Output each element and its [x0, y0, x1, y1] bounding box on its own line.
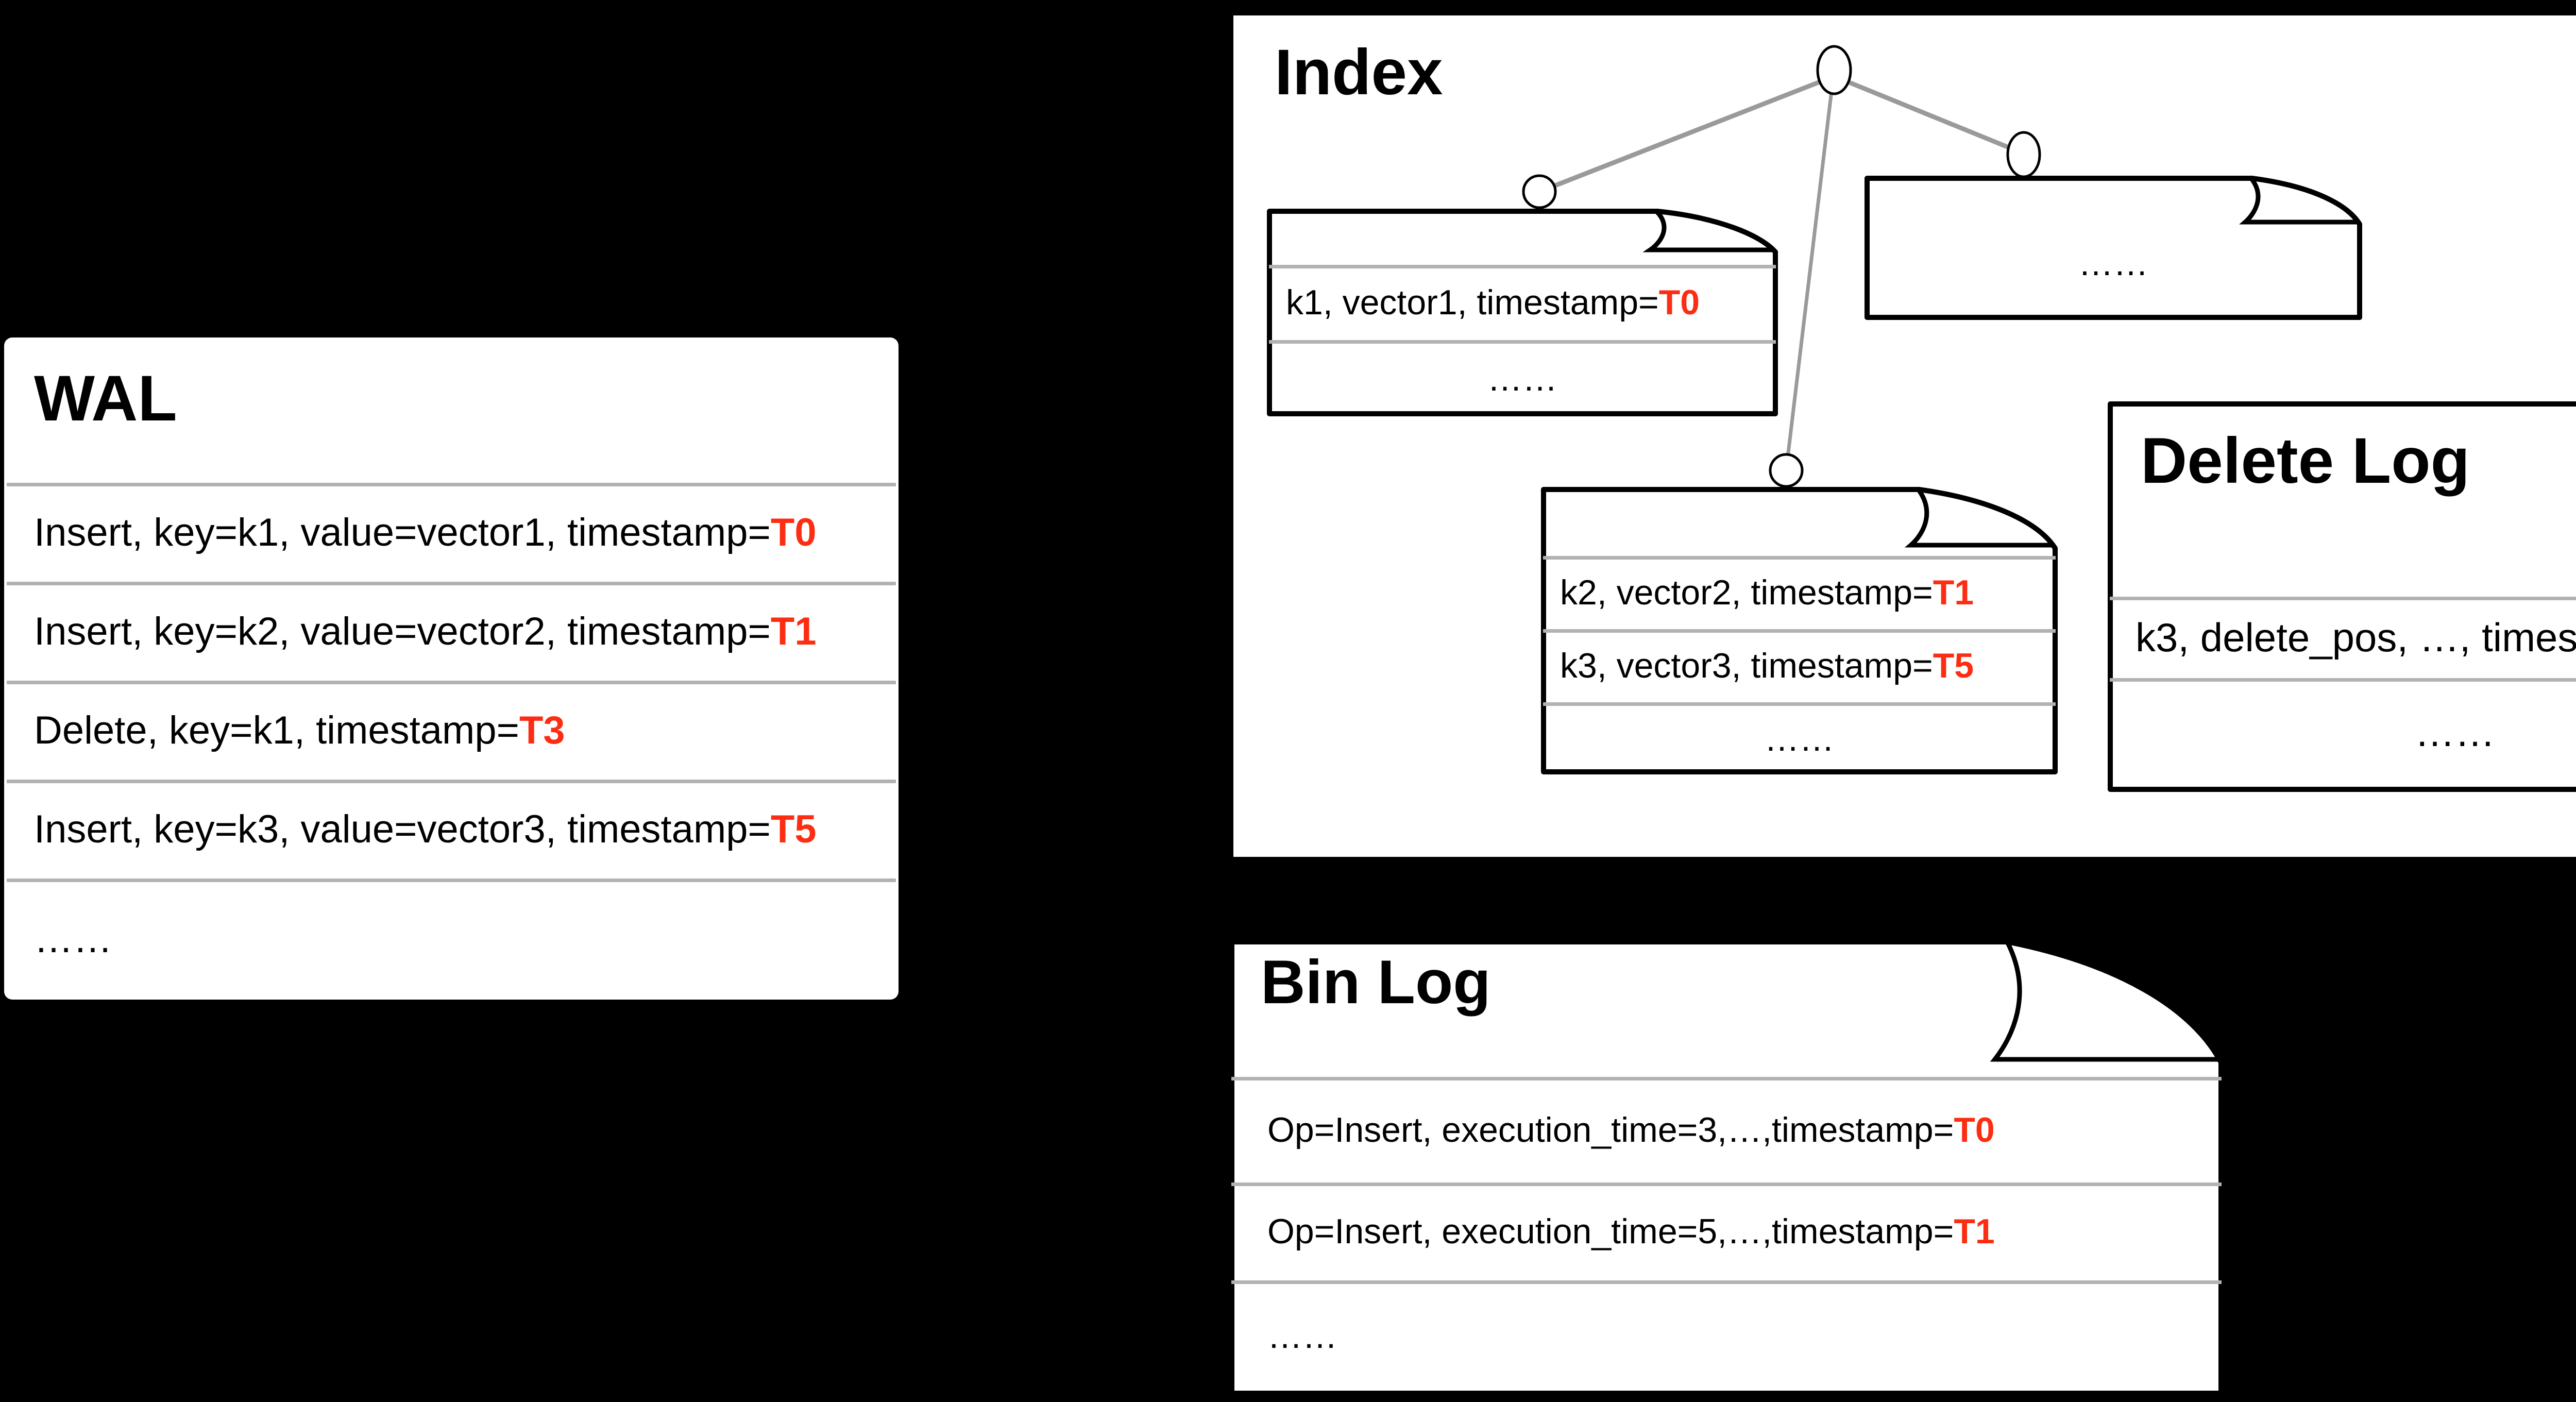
wal-row: Insert, key=k1, value=vector1, timestamp…	[4, 483, 899, 582]
wal-row-text: Insert, key=k2, value=vector2, timestamp…	[34, 609, 771, 653]
delete-log-row-text: ……	[2415, 709, 2495, 755]
row-separator	[1231, 1183, 2222, 1186]
folded-corner-icon	[1990, 940, 2221, 1062]
wal-box: WAL Insert, key=k1, value=vector1, times…	[4, 337, 899, 1000]
timestamp-value: T1	[770, 609, 817, 653]
segment-row-text: ……	[1487, 359, 1557, 398]
bin-log-title: Bin Log	[1261, 948, 1491, 1017]
timestamp-value: T3	[519, 708, 565, 752]
timestamp-value: T1	[1954, 1212, 1995, 1251]
index-title: Index	[1275, 37, 1443, 108]
segment-row-ellipsis: ……	[1540, 702, 2058, 775]
row-separator	[7, 780, 896, 783]
index-segment-page-k2k3: k2, vector2, timestamp=T1 k3, vector3, t…	[1540, 486, 2058, 775]
folded-corner-icon	[1642, 210, 1775, 252]
segment-row-text: k3, vector3, timestamp=	[1560, 646, 1933, 685]
timestamp-value: T5	[770, 807, 817, 851]
bin-log-row-ellipsis: ……	[1229, 1280, 2224, 1391]
bin-log-row: Op=Insert, execution_time=3,…,timestamp=…	[1229, 1077, 2224, 1183]
wal-row: Insert, key=k2, value=vector2, timestamp…	[4, 582, 899, 681]
segment-row: k1, vector1, timestamp=T0	[1266, 265, 1778, 340]
wal-row-ellipsis: ……	[4, 879, 899, 1000]
bin-log-row: Op=Insert, execution_time=5,…,timestamp=…	[1229, 1183, 2224, 1280]
folded-corner-icon	[2239, 177, 2360, 225]
segment-row-ellipsis: ……	[1266, 340, 1778, 417]
delete-log-row: k3, delete_pos, …, timestamp=T3	[2107, 597, 2576, 678]
wal-row-text: Insert, key=k3, value=vector3, timestamp…	[34, 807, 771, 851]
wal-row: Insert, key=k3, value=vector3, timestamp…	[4, 780, 899, 879]
row-separator	[7, 681, 896, 684]
index-segment-page-k1: k1, vector1, timestamp=T0 ……	[1266, 208, 1778, 417]
timestamp-value: T0	[770, 510, 817, 554]
page-outline	[1865, 176, 2362, 320]
timestamp-value: T5	[1933, 646, 1974, 685]
index-segment-page-more: ……	[1864, 175, 2363, 320]
segment-row: k3, vector3, timestamp=T5	[1540, 629, 2058, 702]
delete-log-title: Delete Log	[2141, 425, 2470, 497]
page-outline	[1267, 209, 1778, 416]
row-separator	[1269, 340, 1776, 344]
timestamp-value: T1	[1933, 573, 1974, 612]
timestamp-value: T0	[1954, 1110, 1995, 1150]
row-separator	[2110, 678, 2576, 682]
row-separator	[7, 483, 896, 486]
bin-log-row-text: Op=Insert, execution_time=5,…,timestamp=	[1267, 1212, 1954, 1251]
row-separator	[7, 582, 896, 585]
row-separator	[1543, 702, 2056, 706]
row-separator	[1231, 1280, 2222, 1284]
page-body	[1865, 176, 2362, 320]
timestamp-value: T0	[1658, 283, 1700, 322]
bin-log-row-text: Op=Insert, execution_time=3,…,timestamp=	[1267, 1110, 1954, 1150]
bin-log-page: Bin Log Op=Insert, execution_time=3,…,ti…	[1229, 939, 2224, 1396]
wal-row-text: Delete, key=k1, timestamp=	[34, 708, 519, 752]
segment-row-ellipsis: ……	[1864, 206, 2363, 320]
wal-row: Delete, key=k1, timestamp=T3	[4, 681, 899, 780]
row-separator	[2110, 597, 2576, 600]
segment-row-text: ……	[1764, 719, 1835, 758]
row-separator	[1269, 265, 1776, 268]
row-separator	[7, 879, 896, 882]
row-separator	[1543, 556, 2056, 560]
delete-log-page: Delete Log k3, delete_pos, …, timestamp=…	[2107, 401, 2576, 792]
segment-row-text: ……	[2078, 244, 2148, 283]
page-body	[1267, 209, 1778, 416]
wal-row-text: Insert, key=k1, value=vector1, timestamp…	[34, 510, 771, 554]
bin-log-row-text: ……	[1267, 1316, 1337, 1356]
segment-row-text: k2, vector2, timestamp=	[1560, 573, 1933, 612]
row-separator	[1543, 629, 2056, 633]
segment-row-text: k1, vector1, timestamp=	[1286, 283, 1659, 322]
delete-log-row-ellipsis: ……	[2107, 678, 2576, 786]
wal-title: WAL	[34, 363, 177, 434]
segment-row: k2, vector2, timestamp=T1	[1540, 556, 2058, 629]
delete-log-row-text: k3, delete_pos, …, timestamp=	[2136, 614, 2576, 660]
folded-corner-icon	[1904, 488, 2055, 548]
wal-row-text: ……	[34, 917, 112, 961]
row-separator	[1231, 1077, 2222, 1080]
